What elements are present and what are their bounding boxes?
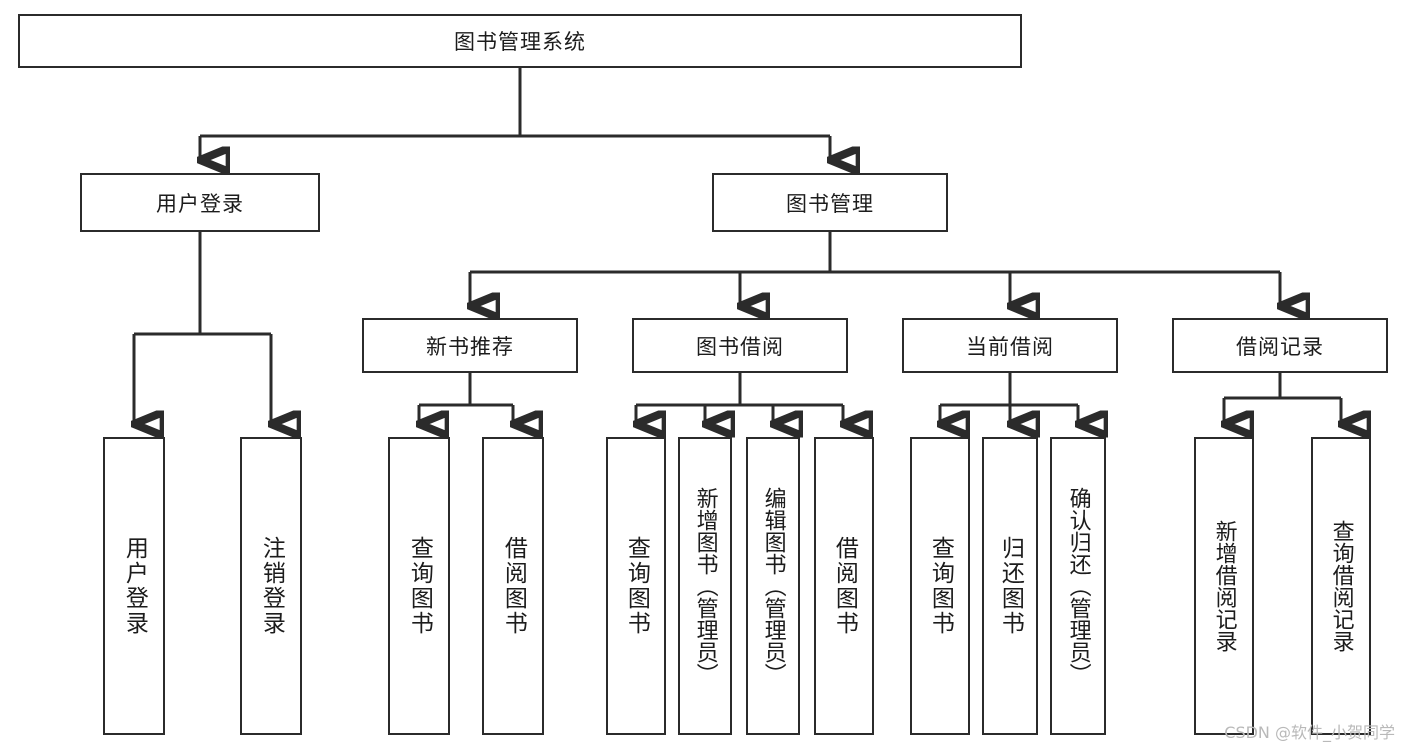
node-leaf-query-book-current[interactable]: 查询图书 xyxy=(910,437,970,735)
node-label: 新增图书（管理员） xyxy=(692,487,718,685)
node-leaf-logout-login[interactable]: 注销登录 xyxy=(240,437,302,735)
node-book-borrow[interactable]: 图书借阅 xyxy=(632,318,848,373)
node-label: 图书管理 xyxy=(786,191,874,216)
node-label: 查询图书 xyxy=(623,536,650,636)
node-label: 查询借阅记录 xyxy=(1328,520,1354,652)
node-leaf-borrow-book[interactable]: 借阅图书 xyxy=(814,437,874,735)
node-label: 归还图书 xyxy=(997,536,1024,636)
node-label: 当前借阅 xyxy=(966,334,1054,359)
node-label: 借阅图书 xyxy=(831,536,858,636)
node-label: 查询图书 xyxy=(406,536,433,636)
node-leaf-query-borrow-record[interactable]: 查询借阅记录 xyxy=(1311,437,1371,735)
node-label: 图书借阅 xyxy=(696,334,784,359)
node-new-book-recommend[interactable]: 新书推荐 xyxy=(362,318,578,373)
node-label: 用户登录 xyxy=(121,536,148,636)
node-leaf-confirm-return-admin[interactable]: 确认归还（管理员） xyxy=(1050,437,1106,735)
node-root-book-management-system[interactable]: 图书管理系统 xyxy=(18,14,1022,68)
node-user-login[interactable]: 用户登录 xyxy=(80,173,320,232)
node-current-borrow[interactable]: 当前借阅 xyxy=(902,318,1118,373)
node-leaf-return-book[interactable]: 归还图书 xyxy=(982,437,1038,735)
node-leaf-add-borrow-record[interactable]: 新增借阅记录 xyxy=(1194,437,1254,735)
node-label: 借阅图书 xyxy=(500,536,527,636)
node-book-management[interactable]: 图书管理 xyxy=(712,173,948,232)
node-label: 新书推荐 xyxy=(426,334,514,359)
node-label: 注销登录 xyxy=(258,536,285,636)
node-label: 图书管理系统 xyxy=(454,30,586,54)
node-label: 确认归还（管理员） xyxy=(1065,487,1091,685)
node-leaf-query-book-borrow[interactable]: 查询图书 xyxy=(606,437,666,735)
node-leaf-add-book-admin[interactable]: 新增图书（管理员） xyxy=(678,437,732,735)
node-label: 新增借阅记录 xyxy=(1211,520,1237,652)
node-leaf-user-login[interactable]: 用户登录 xyxy=(103,437,165,735)
node-leaf-query-book-recommend[interactable]: 查询图书 xyxy=(388,437,450,735)
node-label: 借阅记录 xyxy=(1236,334,1324,359)
node-borrow-record[interactable]: 借阅记录 xyxy=(1172,318,1388,373)
node-label: 编辑图书（管理员） xyxy=(760,487,786,685)
node-leaf-edit-book-admin[interactable]: 编辑图书（管理员） xyxy=(746,437,800,735)
node-label: 用户登录 xyxy=(156,191,244,216)
node-label: 查询图书 xyxy=(927,536,954,636)
node-leaf-borrow-book-recommend[interactable]: 借阅图书 xyxy=(482,437,544,735)
